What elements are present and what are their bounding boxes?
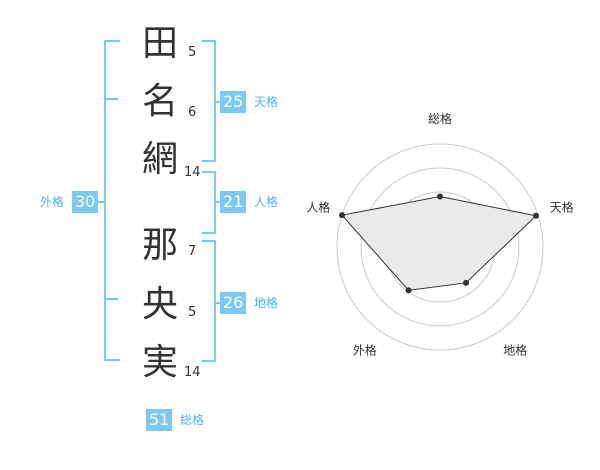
chikaku-bracket bbox=[202, 240, 216, 362]
chikaku-badge: 26 bbox=[220, 292, 247, 314]
gaikaku-label: 外格 bbox=[40, 195, 65, 209]
radar-polygon bbox=[341, 196, 538, 291]
name-char-5: 央 bbox=[141, 284, 178, 325]
radar-axis-label-1: 総格 bbox=[428, 111, 452, 126]
tenkaku-connector bbox=[214, 101, 222, 103]
jinkaku-connector bbox=[214, 201, 222, 203]
radar-point-2 bbox=[532, 212, 539, 219]
name-char-2: 名 bbox=[141, 81, 178, 122]
jinkaku-badge: 21 bbox=[220, 191, 247, 213]
name-char-4: 那 bbox=[141, 225, 178, 266]
stroke-count-1: 5 bbox=[188, 45, 197, 60]
gaikaku-bracket-tick-2 bbox=[104, 298, 118, 300]
radar-axis-label-4: 外格 bbox=[353, 343, 377, 358]
soukaku-label: 総格 bbox=[180, 413, 205, 427]
stroke-count-6: 14 bbox=[184, 365, 201, 380]
gaikaku-badge: 30 bbox=[72, 191, 99, 213]
tenkaku-label: 天格 bbox=[254, 95, 279, 109]
stroke-count-2: 6 bbox=[188, 105, 197, 120]
radar-axis-label-3: 地格 bbox=[503, 343, 527, 358]
gaikaku-bracket bbox=[104, 40, 120, 361]
radar-point-1 bbox=[437, 193, 443, 200]
radar-axis-label-2: 天格 bbox=[550, 199, 574, 214]
name-char-6: 実 bbox=[141, 342, 178, 383]
radar-point-3 bbox=[463, 279, 470, 286]
chikaku-label: 地格 bbox=[254, 296, 279, 310]
stroke-count-3: 14 bbox=[184, 165, 201, 180]
radar-point-5 bbox=[339, 212, 346, 219]
radar-ring bbox=[336, 143, 544, 351]
name-char-1: 田 bbox=[141, 23, 178, 64]
radar-shape bbox=[339, 193, 539, 294]
gaikaku-connector bbox=[98, 201, 106, 203]
name-char-3: 網 bbox=[141, 139, 178, 180]
soukaku-badge: 51 bbox=[146, 409, 173, 431]
stroke-count-4: 7 bbox=[188, 244, 197, 259]
gaikaku-bracket-tick-1 bbox=[104, 98, 118, 100]
tenkaku-badge: 25 bbox=[220, 91, 247, 113]
stroke-count-5: 5 bbox=[188, 305, 197, 320]
jinkaku-label: 人格 bbox=[254, 195, 279, 209]
radar-axis-label-5: 人格 bbox=[306, 199, 330, 214]
radar-point-4 bbox=[405, 287, 412, 294]
radar-ring bbox=[360, 167, 520, 327]
chikaku-connector bbox=[214, 302, 222, 304]
